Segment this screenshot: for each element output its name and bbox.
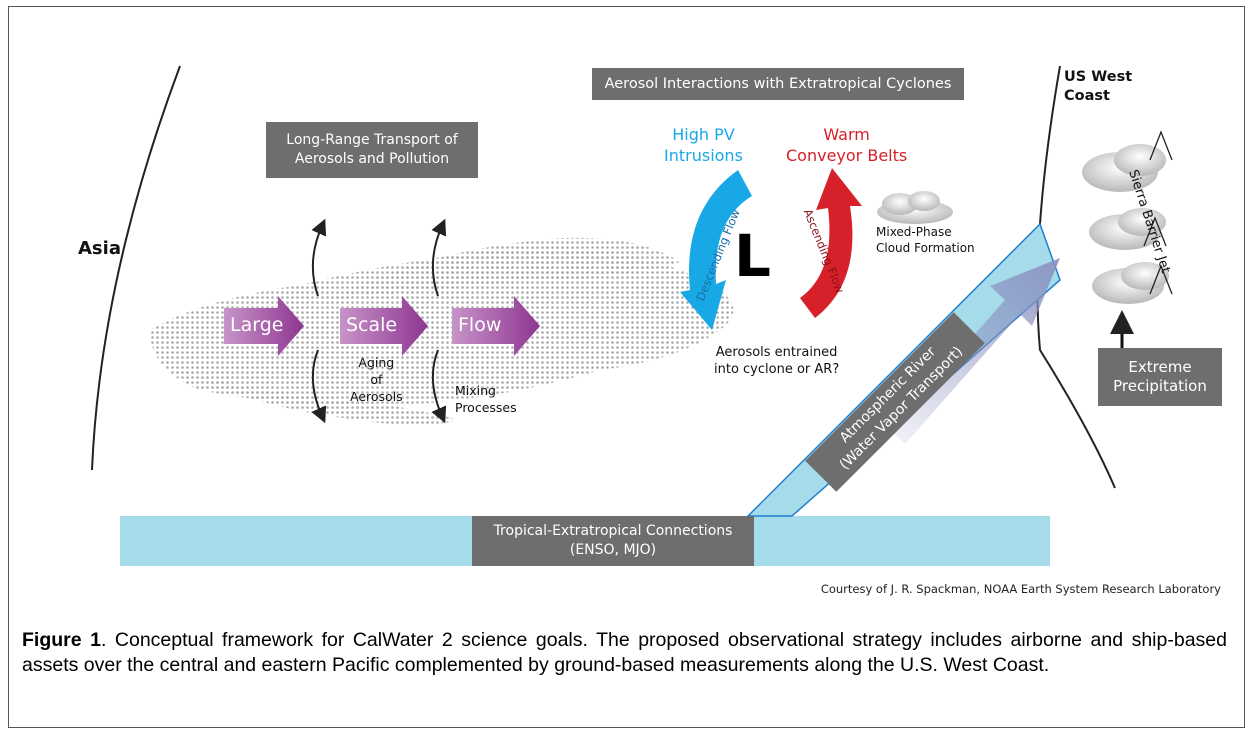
descending-flow-arrow [680,170,752,330]
high-pv-label: High PV Intrusions [664,124,743,166]
aerosol-interactions-text: Aerosol Interactions with Extratropical … [604,75,952,92]
mixed-phase-line2: Cloud Formation [876,241,975,255]
extreme-line1: Extreme [1128,358,1192,376]
warm-conveyor-label: Warm Conveyor Belts [786,124,907,166]
long-range-transport-box: Long-Range Transport of Aerosols and Pol… [266,122,478,178]
caption-label: Figure 1 [22,629,101,651]
tropical-connections-box: Tropical-Extratropical Connections (ENSO… [472,516,754,566]
down-arrow-1 [311,349,327,424]
flow-arrow-large [224,296,304,356]
courtesy-credit: Courtesy of J. R. Spackman, NOAA Earth S… [820,582,1221,596]
low-pressure-label: L [734,222,771,290]
up-arrow-1 [311,218,327,297]
us-coastline [1036,65,1116,489]
ascending-flow-arrow [800,168,862,318]
mixed-phase-label: Mixed-Phase Cloud Formation [876,224,975,256]
aerosol-interactions-box: Aerosol Interactions with Extratropical … [592,68,964,100]
flow-arrow-scale [340,296,428,356]
aerosol-plume [150,237,734,425]
us-west-line1: US West [1064,69,1133,85]
coast-clouds [1082,144,1169,304]
aging-label: Aging of Aerosols [350,354,403,405]
flow-label-scale: Scale [346,314,398,336]
us-west-coast-label: US West Coast [1064,68,1132,106]
aging-line2: of [370,372,383,387]
mixed-phase-line1: Mixed-Phase [876,225,952,239]
warm-line2: Conveyor Belts [786,146,908,165]
extreme-line2: Precipitation [1113,377,1207,395]
mixing-label: Mixing Processes [455,382,517,416]
long-range-line2: Aerosols and Pollution [294,151,450,167]
flow-label-flow: Flow [458,314,502,336]
high-pv-line1: High PV [672,125,735,144]
tropical-line1: Tropical-Extratropical Connections [493,523,733,539]
aging-line3: Aerosols [350,389,403,404]
entrained-line1: Aerosols entrained [715,345,838,360]
long-range-line1: Long-Range Transport of [286,132,458,148]
asia-label: Asia [78,238,121,259]
figure-caption: Figure 1. Conceptual framework for CalWa… [22,628,1227,678]
us-west-line2: Coast [1064,88,1110,104]
asia-coastline [91,65,181,471]
mixing-line2: Processes [455,400,517,415]
caption-text: . Conceptual framework for CalWater 2 sc… [22,629,1227,676]
aerosols-entrained-label: Aerosols entrained into cyclone or AR? [714,344,839,378]
mixed-phase-cloud [877,191,953,224]
extreme-precipitation-box: Extreme Precipitation [1098,348,1222,406]
up-arrow-2 [431,218,447,297]
aging-line1: Aging [358,355,395,370]
mountain-icons [1143,130,1173,295]
entrained-line2: into cyclone or AR? [714,362,840,377]
high-pv-line2: Intrusions [664,146,743,165]
flow-label-large: Large [230,314,284,336]
flow-arrow-flow [452,296,540,356]
warm-line1: Warm [823,125,870,144]
tropical-line2: (ENSO, MJO) [569,542,657,558]
down-arrow-2 [431,349,447,424]
mixing-line1: Mixing [455,383,496,398]
